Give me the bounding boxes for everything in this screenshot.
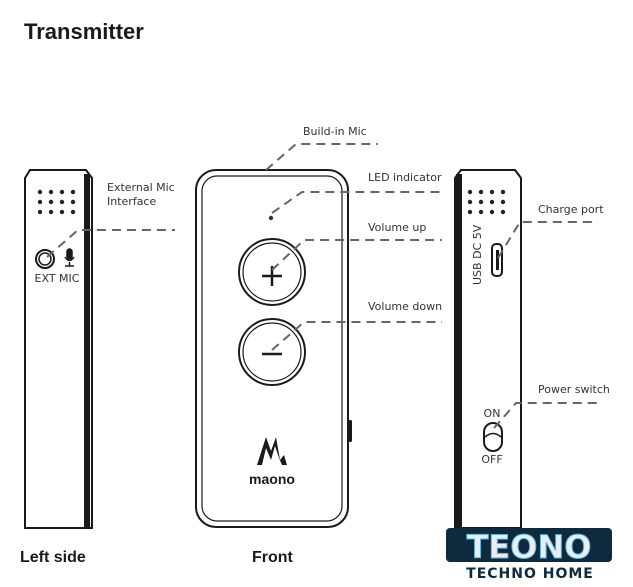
charge-port-icon (491, 243, 503, 277)
left-side-label: Left side (20, 549, 86, 566)
brand-label: maono (249, 471, 295, 487)
off-label: OFF (481, 453, 502, 466)
teono-watermark-logo: TEONO TECHNO HOME (446, 528, 612, 582)
callout-volume-up: Volume up (368, 221, 426, 234)
power-switch[interactable] (483, 422, 503, 452)
callout-volume-down: Volume down (368, 300, 442, 313)
watermark-sub: TECHNO HOME (466, 566, 594, 582)
front-device: maono (195, 169, 352, 528)
left-side-device: EXT MIC (24, 169, 93, 529)
speaker-grille-icon (467, 189, 506, 215)
on-label: ON (484, 407, 501, 420)
microphone-icon (64, 248, 75, 267)
right-side-device: USB DC 5V ON OFF (454, 169, 522, 529)
callout-power-switch: Power switch (538, 383, 610, 396)
led-indicator-icon (268, 215, 274, 221)
side-switch-bump (348, 420, 352, 442)
page-title: Transmitter (24, 19, 144, 44)
callout-led-indicator: LED indicator (368, 171, 442, 184)
usb-label: USB DC 5V (471, 224, 484, 285)
maono-logo-icon (257, 437, 287, 465)
callout-charge-port: Charge port (538, 203, 604, 216)
speaker-grille-icon (37, 189, 76, 215)
watermark-main: TEONO (467, 528, 592, 566)
ext-mic-jack-icon (35, 249, 55, 269)
callout-external-mic: External Mic (107, 181, 175, 194)
front-label: Front (252, 549, 294, 566)
ext-mic-label: EXT MIC (35, 272, 80, 285)
callout-build-in-mic: Build-in Mic (303, 125, 367, 138)
callout-external-mic-interface: Interface (107, 195, 156, 208)
